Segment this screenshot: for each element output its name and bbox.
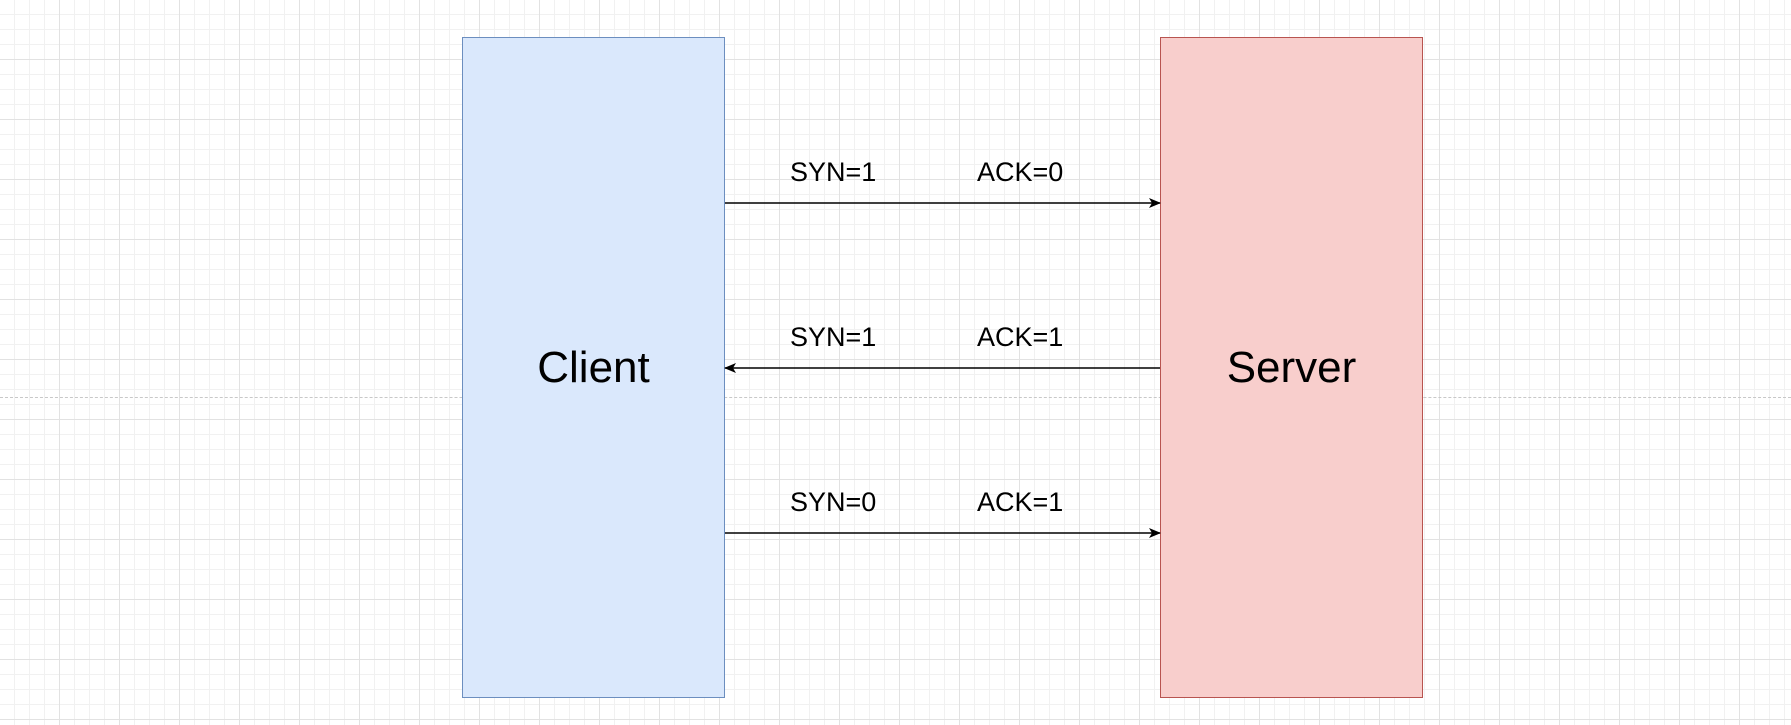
message-1-ack-label: ACK=0: [977, 157, 1064, 187]
message-2-ack-label: ACK=1: [977, 322, 1064, 352]
client-node[interactable]: Client: [462, 37, 725, 698]
page-break-line: [0, 397, 1791, 398]
message-3-syn-label: SYN=0: [790, 487, 877, 517]
server-node[interactable]: Server: [1160, 37, 1423, 698]
message-3-ack-label: ACK=1: [977, 487, 1064, 517]
message-1-syn-label: SYN=1: [790, 157, 877, 187]
server-label: Server: [1226, 342, 1357, 392]
client-label: Client: [537, 342, 650, 392]
message-2-syn-label: SYN=1: [790, 322, 877, 352]
